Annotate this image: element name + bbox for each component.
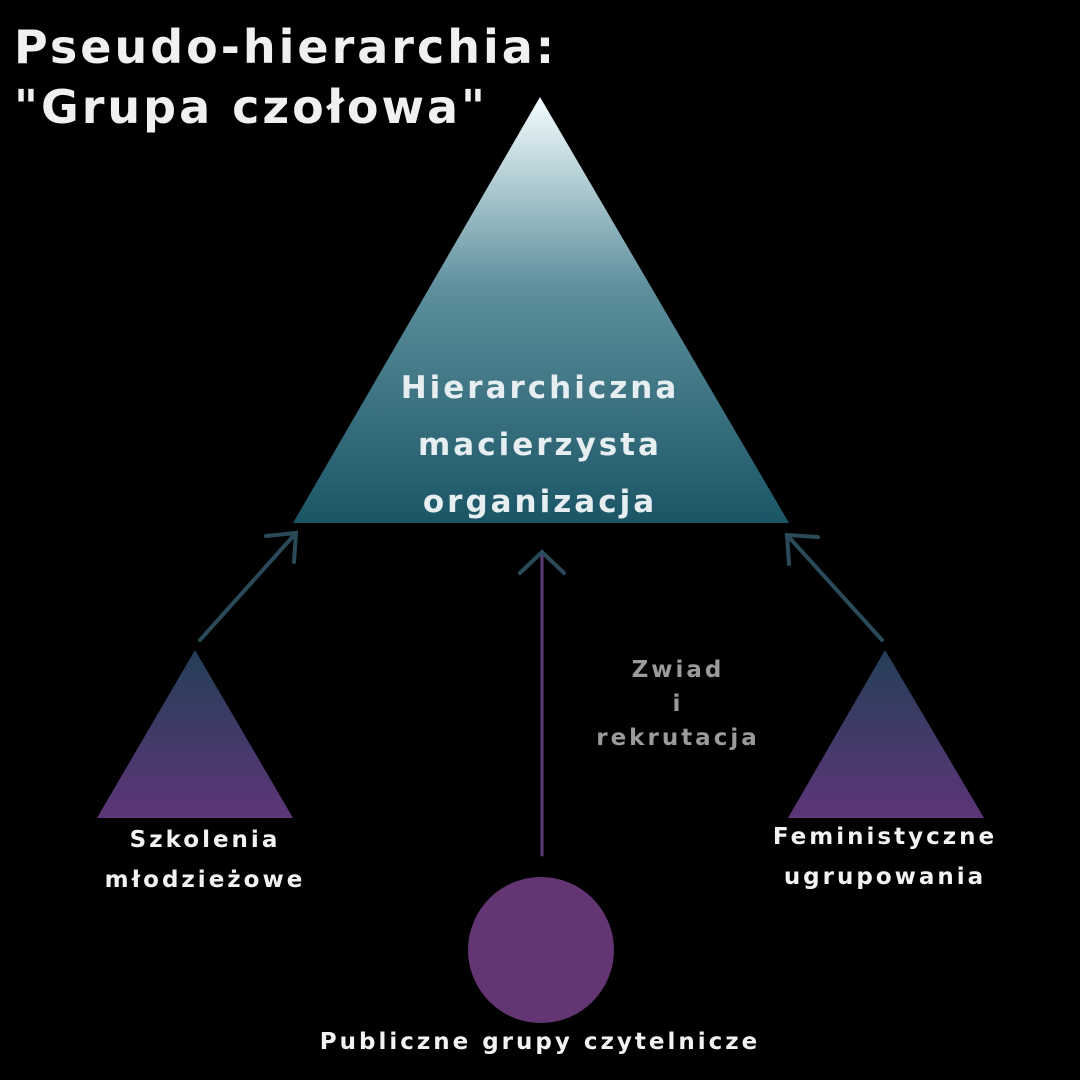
- youth-training-label: Szkolenia młodzieżowe: [60, 820, 350, 900]
- feminist-groups-label-line: Feministyczne: [772, 824, 998, 850]
- youth-training-label-line: Szkolenia: [129, 827, 281, 853]
- youth-training-label-line: młodzieżowe: [104, 867, 306, 893]
- center-arrow: [518, 549, 566, 857]
- feminist-groups-label-line: ugrupowania: [783, 864, 987, 890]
- reading-groups-label: Publiczne grupy czytelnicze: [319, 1029, 761, 1055]
- reading-groups-circle: [468, 877, 614, 1023]
- left-arrow: [198, 530, 299, 642]
- feminist-groups-label: Feministyczne ugrupowania: [740, 817, 1030, 897]
- right-arrow: [784, 532, 884, 642]
- diagram-title-line-1: Pseudo-hierarchia:: [14, 20, 558, 74]
- diagram-title-line-2: "Grupa czołowa": [14, 80, 488, 134]
- parent-organization-label-line: macierzysta: [418, 427, 662, 463]
- parent-organization-label-line: organizacja: [422, 484, 658, 520]
- recon-recruitment-label-line: i: [672, 691, 684, 717]
- youth-training-triangle: [97, 650, 293, 818]
- parent-organization-label: Hierarchiczna macierzysta organizacja: [340, 360, 740, 531]
- recon-recruitment-label-line: rekrutacja: [596, 725, 760, 751]
- parent-organization-triangle: [293, 97, 789, 523]
- recon-recruitment-label-line: Zwiad: [631, 657, 725, 683]
- parent-organization-label-line: Hierarchiczna: [400, 370, 680, 406]
- feminist-groups-triangle: [788, 650, 984, 818]
- recon-recruitment-label: Zwiad i rekrutacja: [578, 653, 778, 755]
